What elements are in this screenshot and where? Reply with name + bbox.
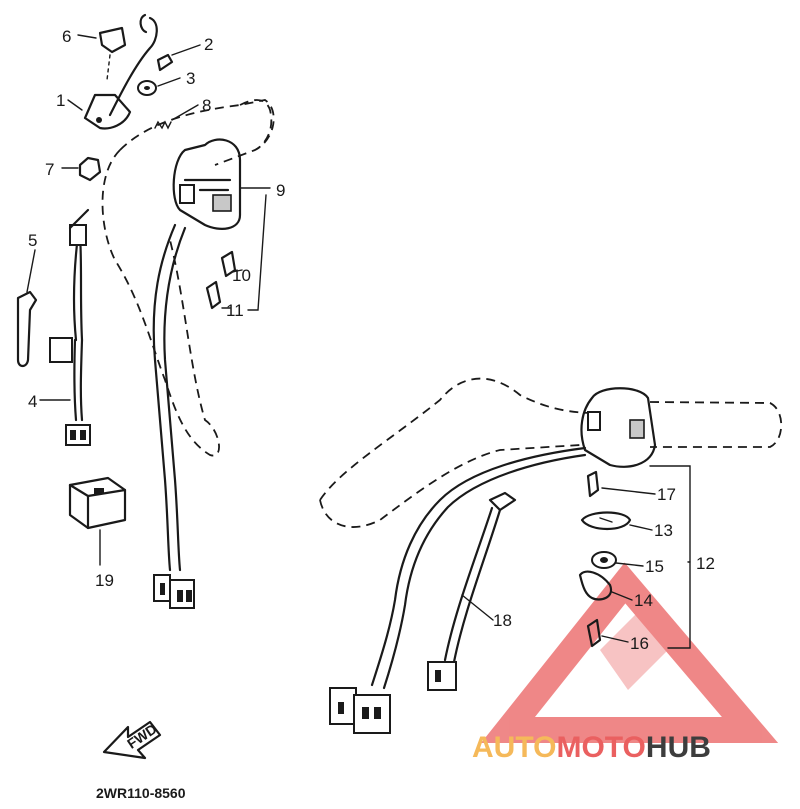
part-label-17: 17	[657, 485, 676, 504]
watermark-text: AUTOMOTOHUB	[472, 731, 711, 764]
part-label-19: 19	[95, 571, 114, 590]
part-label-13: 13	[654, 521, 673, 540]
part-label-2: 2	[204, 35, 213, 54]
watermark-logo	[481, 562, 779, 743]
part-label-11: 11	[226, 301, 244, 320]
part-label-12: 12	[696, 554, 715, 573]
part-label-18: 18	[493, 611, 512, 630]
part-label-8: 8	[202, 96, 211, 115]
right-handlebar-assembly	[319, 377, 783, 734]
part-label-1: 1	[56, 91, 65, 110]
part-label-4: 4	[28, 392, 37, 411]
watermark-text-auto: AUTO	[472, 731, 556, 764]
left-handlebar-assembly	[16, 13, 275, 609]
part-label-16: 16	[630, 634, 649, 653]
part-label-14: 14	[634, 591, 653, 610]
watermark-text-hub: HUB	[646, 731, 711, 764]
fwd-arrow: FWD	[102, 721, 162, 760]
part-label-6: 6	[62, 27, 71, 46]
part-label-7: 7	[45, 160, 54, 179]
part-label-15: 15	[645, 557, 664, 576]
drawing-code: 2WR110-8560	[96, 785, 186, 801]
part-number-labels: 6 2 3 8 1 7 9 5 10 11 4 19 17 13 12 15 1…	[28, 27, 715, 653]
svg-text:AUTOMOTOHUB: AUTOMOTOHUB	[472, 731, 711, 764]
part-label-5: 5	[28, 231, 37, 250]
part-label-9: 9	[276, 181, 285, 200]
part-label-10: 10	[232, 266, 251, 285]
part-label-3: 3	[186, 69, 195, 88]
watermark-text-moto: MOTO	[556, 731, 645, 764]
